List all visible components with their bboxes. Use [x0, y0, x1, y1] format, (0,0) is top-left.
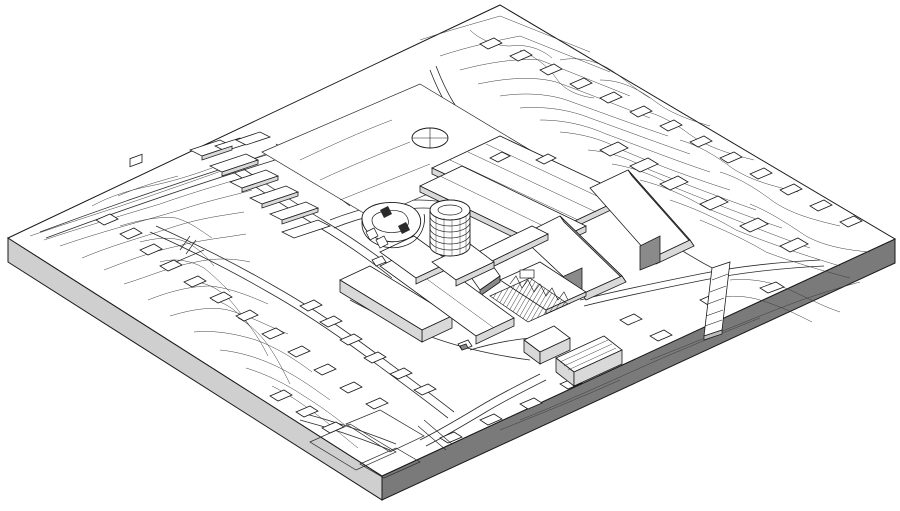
curved-ring-building: [361, 201, 425, 249]
contour-lines: [29, 15, 871, 449]
ramp-structure: [703, 261, 731, 341]
factory-complex: [339, 135, 695, 387]
cylindrical-tower: [429, 199, 471, 257]
tower-element-west: [175, 235, 205, 263]
south-district-parcels: [309, 409, 453, 479]
residential-blocks-north: [479, 37, 863, 253]
residential-blocks-west: [95, 131, 437, 434]
